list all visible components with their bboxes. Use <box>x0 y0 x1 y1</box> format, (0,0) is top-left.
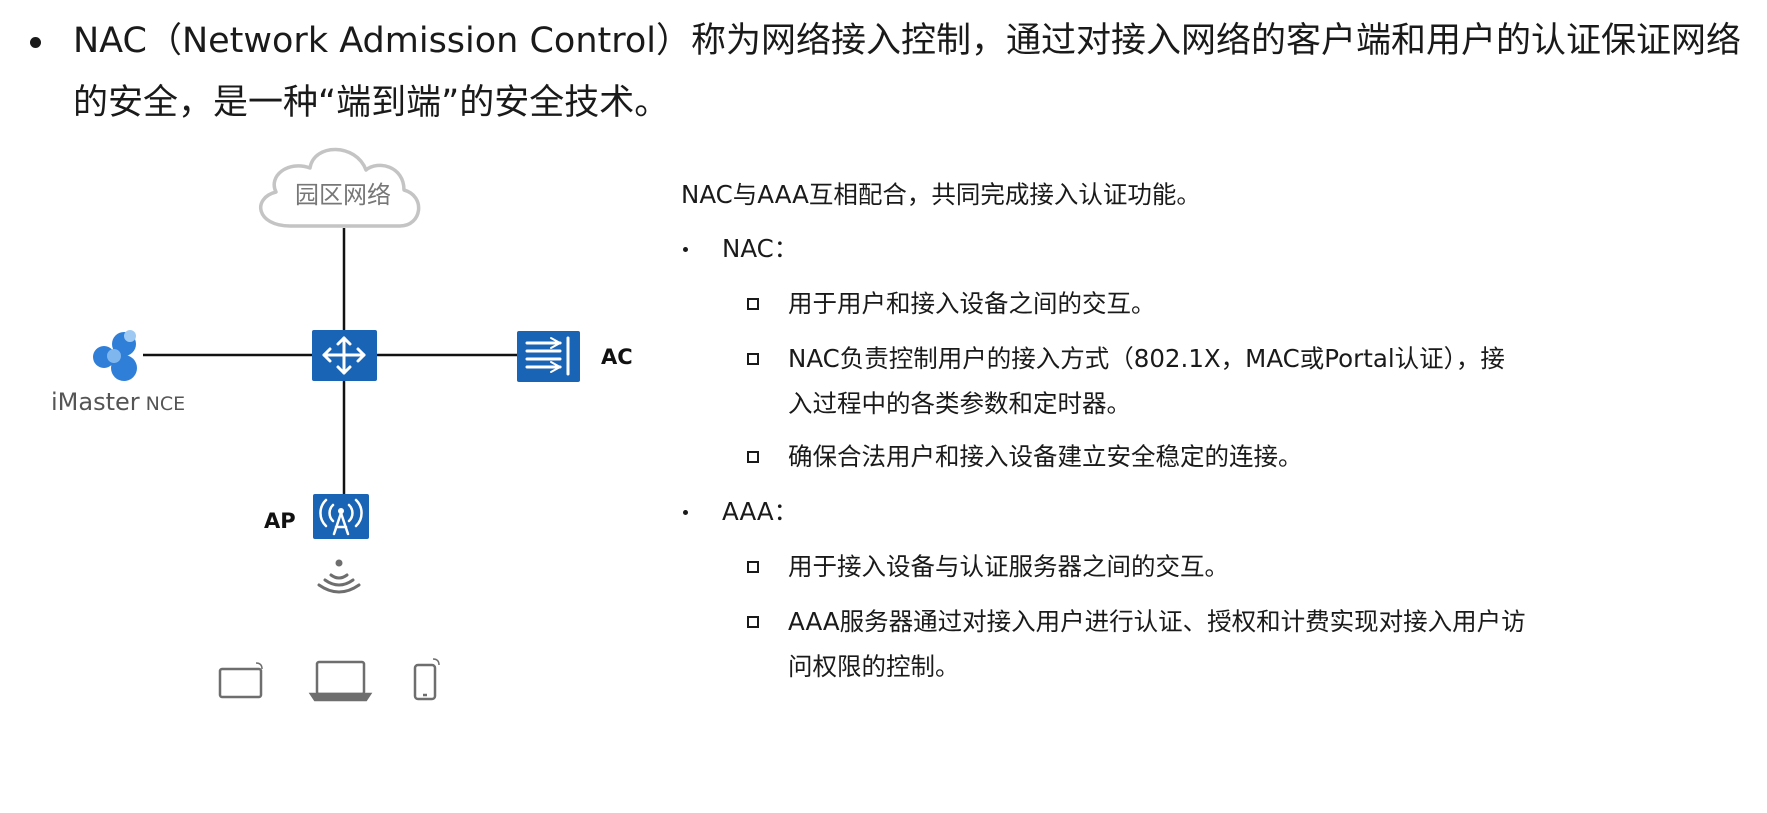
square-bullet <box>747 561 759 573</box>
square-bullet <box>747 353 759 365</box>
list-item-text: 用于用户和接入设备之间的交互。 <box>788 289 1156 318</box>
cloud-label: 园区网络 <box>295 181 391 209</box>
ac-label: AC <box>601 345 633 369</box>
list-item-text: NAC负责控制用户的接入方式（802.1X，MAC或Portal认证），接入过程… <box>788 344 1505 418</box>
panel-intro: NAC与AAA互相配合，共同完成接入认证功能。 <box>681 180 1201 209</box>
wifi-signal-icon <box>317 559 361 594</box>
section-heading-label: NAC： <box>722 234 799 263</box>
square-bullet <box>747 298 759 310</box>
imaster-label-sub: NCE <box>146 393 185 415</box>
cloud-icon <box>259 147 421 228</box>
headline-text: NAC（Network Admission Control）称为网络接入控制，通… <box>73 21 1742 123</box>
imaster-nce-label: iMaster NCE <box>51 388 185 416</box>
section-heading-label: AAA： <box>722 497 799 526</box>
bullet-dot <box>683 510 688 515</box>
list-item: 用于接入设备与认证服务器之间的交互。 <box>747 544 1527 589</box>
list-item: NAC负责控制用户的接入方式（802.1X，MAC或Portal认证），接入过程… <box>747 336 1527 426</box>
square-bullet <box>747 616 759 628</box>
list-item-text: AAA服务器通过对接入用户进行认证、授权和计费实现对接入用户访问权限的控制。 <box>788 607 1526 681</box>
imaster-label-main: iMaster <box>51 388 140 416</box>
list-item: AAA服务器通过对接入用户进行认证、授权和计费实现对接入用户访问权限的控制。 <box>747 599 1527 689</box>
switch-icon <box>312 330 377 381</box>
ac-controller-icon <box>517 331 580 382</box>
network-diagram: 园区网络 iMaster NCE AC <box>51 147 633 702</box>
imaster-nce-logo <box>93 330 137 381</box>
headline: NAC（Network Admission Control）称为网络接入控制，通… <box>22 10 1742 134</box>
list-item: 用于用户和接入设备之间的交互。 <box>747 281 1527 326</box>
list-item: 确保合法用户和接入设备建立安全稳定的连接。 <box>747 434 1527 479</box>
tablet-icon <box>218 662 263 699</box>
list-item-text: 用于接入设备与认证服务器之间的交互。 <box>788 552 1229 581</box>
list-item-text: 确保合法用户和接入设备建立安全稳定的连接。 <box>788 442 1303 471</box>
headline-bullet <box>30 37 41 48</box>
square-bullet <box>747 451 759 463</box>
ap-icon <box>313 494 369 539</box>
laptop-icon <box>308 660 373 702</box>
bullet-dot <box>683 247 688 252</box>
phone-icon <box>413 658 440 701</box>
ap-label: AP <box>264 509 296 533</box>
